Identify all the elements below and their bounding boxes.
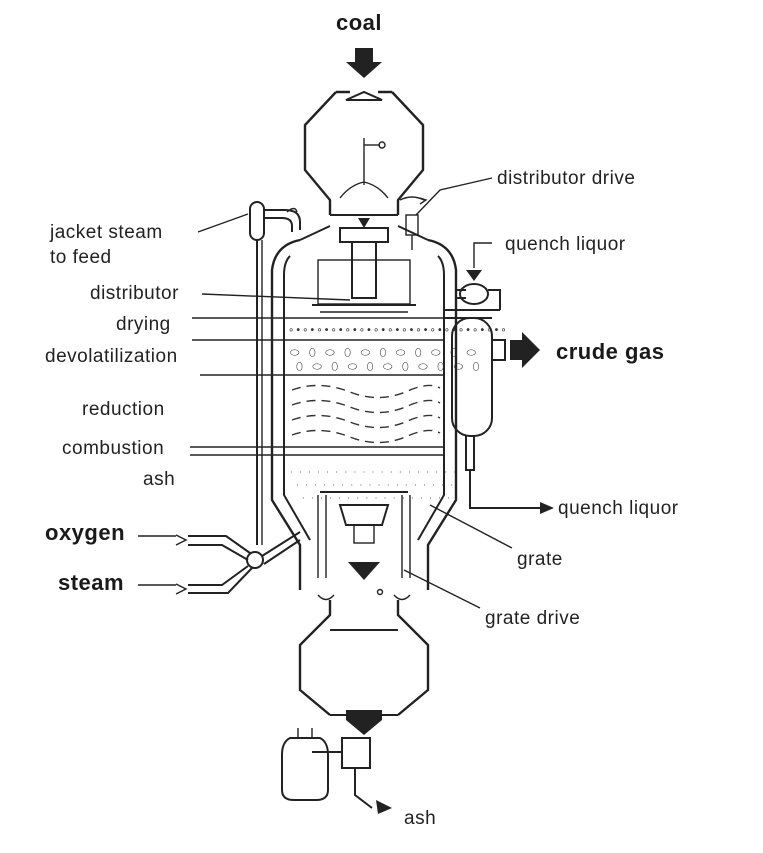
svg-text:∘•∘•∘•∘•∘•∘•∘•∘•∘•∘•∘•∘•∘•∘•∘•: ∘•∘•∘•∘•∘•∘•∘•∘•∘•∘•∘•∘•∘•∘•∘•∘ <box>288 325 508 336</box>
svg-text:· · · · · · · · · · · · · · ·: · · · · · · · · · · · · · · · · · · · <box>290 468 458 477</box>
label-drying: drying <box>116 314 171 335</box>
leader-lines <box>190 177 513 609</box>
oxygen-steam-inlet <box>175 531 301 595</box>
label-reduction: reduction <box>82 399 165 420</box>
label-ash-outlet: ash <box>404 808 436 829</box>
label-devolatilization: devolatilization <box>45 346 178 367</box>
label-grate: grate <box>517 549 563 570</box>
coal-lock-hopper <box>303 90 425 215</box>
oxygen-steam-arrows <box>138 535 176 586</box>
svg-text:⬯ ⬭ ⬯ ⬭ ⬯ ⬭ ⬯ ⬭ ⬯ ⬭ ⬯: ⬯ ⬭ ⬯ ⬭ ⬯ ⬭ ⬯ ⬭ ⬯ ⬭ ⬯ <box>296 360 482 373</box>
label-crude-gas: crude gas <box>556 339 664 364</box>
label-distributor-drive: distributor drive <box>497 168 635 189</box>
label-combustion: combustion <box>62 438 164 459</box>
label-ash-zone: ash <box>143 469 175 490</box>
jacket-steam-drum <box>249 201 301 545</box>
label-steam: steam <box>58 570 124 595</box>
devolatilization-texture: ⬭ ⬯ ⬭ ⬯ ⬭ ⬯ ⬭ ⬯ ⬭ ⬯ ⬭ ⬯ ⬭ ⬯ ⬭ ⬯ ⬭ ⬯ ⬭ ⬯ … <box>290 346 482 373</box>
label-jacket-steam: jacket steam <box>49 222 163 243</box>
reduction-zone-waves <box>291 384 441 444</box>
grate <box>317 491 411 578</box>
label-to-feed: to feed <box>50 247 112 268</box>
distributor <box>312 218 416 313</box>
coal-inlet-arrow <box>346 48 382 78</box>
ash-zone-texture: · · · · · · · · · · · · · · · · · · · · … <box>290 468 458 503</box>
grate-drive <box>317 562 411 601</box>
drying-zone-texture: ∘•∘•∘•∘•∘•∘•∘•∘•∘•∘•∘•∘•∘•∘•∘•∘ <box>288 325 508 336</box>
label-grate-drive: grate drive <box>485 608 580 629</box>
label-distributor: distributor <box>90 283 179 304</box>
bed-zones <box>284 317 444 456</box>
svg-text:· · · · · · · · · · · · · · ·: · · · · · · · · · · · · · · · · · <box>302 494 452 503</box>
label-coal: coal <box>336 10 382 35</box>
gasifier-vessel <box>270 214 458 590</box>
label-oxygen: oxygen <box>45 520 125 545</box>
svg-text:⬭ ⬯ ⬭ ⬯ ⬭ ⬯ ⬭ ⬯ ⬭ ⬯ ⬭: ⬭ ⬯ ⬭ ⬯ ⬭ ⬯ ⬭ ⬯ ⬭ ⬯ ⬭ <box>290 346 479 359</box>
label-quench-liquor-bottom: quench liquor <box>558 498 679 519</box>
quench-system <box>444 270 554 514</box>
label-quench-liquor-top: quench liquor <box>505 234 626 255</box>
distributor-drive <box>399 196 428 250</box>
ash-lock-hopper <box>281 600 430 814</box>
svg-text:· · · · · · · · · · · · · · ·: · · · · · · · · · · · · · · · · · · <box>296 481 455 490</box>
